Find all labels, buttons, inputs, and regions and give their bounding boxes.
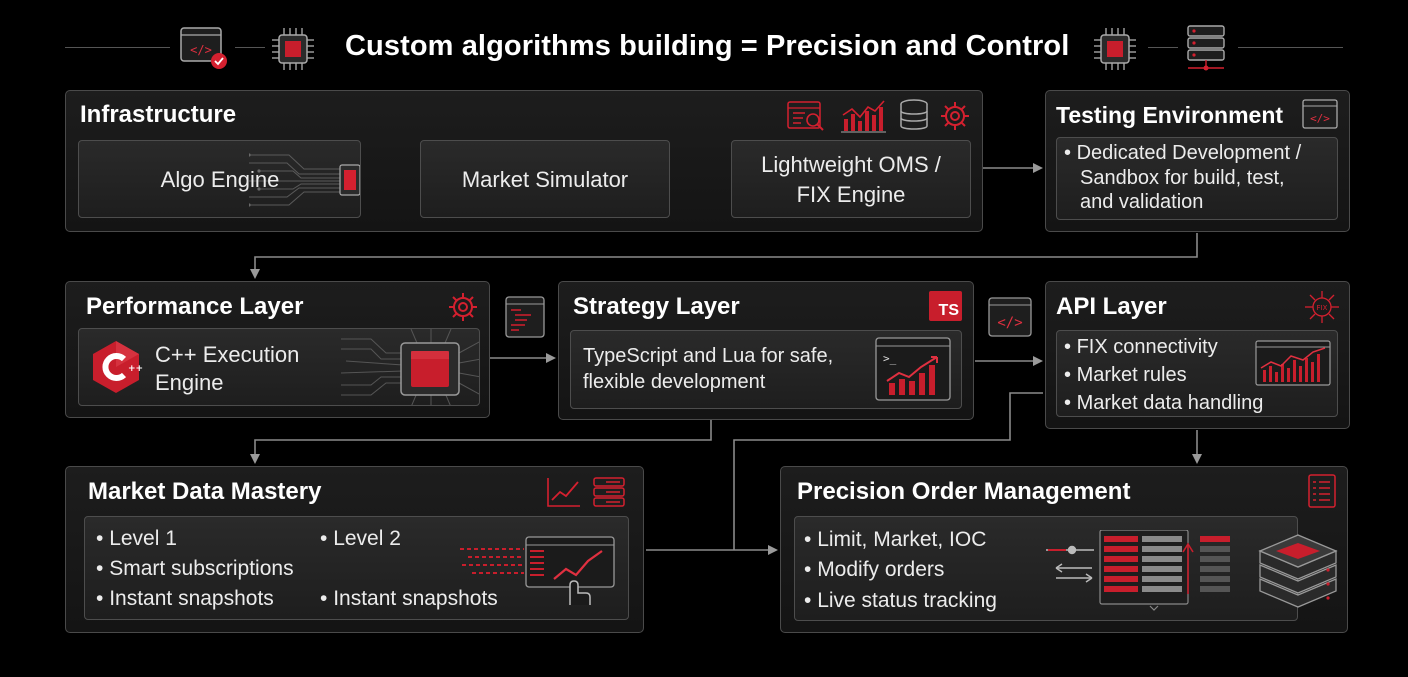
cpp-engine-box [78, 328, 480, 406]
server-network-icon [1187, 25, 1225, 71]
server-stack-3d-icon [1258, 534, 1338, 608]
svg-text:>_: >_ [883, 352, 897, 365]
algo-engine-label: Algo Engine [160, 167, 280, 192]
om-item-2: Modify orders [804, 556, 944, 583]
md-col2-item-1: Level 2 [320, 525, 401, 552]
oms-label-line1: Lightweight OMS / [761, 152, 941, 177]
oms-label-line2: FIX Engine [796, 182, 906, 207]
gear-icon [449, 293, 477, 321]
typescript-badge: TS [929, 291, 962, 321]
data-stream-icon [460, 548, 524, 574]
bar-chart-icon [841, 100, 886, 133]
cpu-chip-icon [339, 164, 360, 196]
strategy-title: Strategy Layer [573, 293, 740, 320]
circuit-traces-icon [341, 329, 479, 405]
strategy-desc-line2: flexible development [583, 371, 766, 393]
code-window-icon: </> [1302, 99, 1338, 129]
typescript-badge-label: TS [938, 302, 959, 319]
code-window-check-icon: </> [180, 27, 227, 69]
svg-text:++: ++ [128, 364, 143, 374]
circuit-traces-icon [249, 153, 341, 207]
market-data-title: Market Data Mastery [88, 478, 322, 505]
infrastructure-title: Infrastructure [80, 101, 237, 128]
cpu-chip-icon [272, 28, 314, 70]
fix-tag: FIX [1317, 304, 1328, 312]
code-document-icon [505, 296, 545, 338]
gear-icon [941, 102, 969, 130]
performance-title: Performance Layer [86, 293, 304, 320]
server-stack-icon [593, 477, 625, 507]
md-col2-item-2: Instant snapshots [320, 585, 498, 612]
touch-chart-screen-icon [525, 536, 615, 605]
svg-text:</>: </> [190, 43, 212, 57]
api-title: API Layer [1056, 293, 1167, 320]
checklist-icon [1308, 474, 1336, 508]
testing-bullet-line3: and validation [1080, 191, 1204, 213]
testing-bullet-line1: Dedicated Development / [1064, 141, 1302, 166]
header-rule-right [1238, 47, 1343, 48]
line-chart-icon [547, 478, 580, 507]
api-item-1: FIX connectivity [1064, 334, 1218, 361]
database-icon [900, 99, 928, 130]
algo-engine-box [78, 140, 361, 218]
cpu-chip-icon [400, 342, 460, 396]
market-simulator-box [420, 140, 670, 218]
om-item-3: Live status tracking [804, 587, 997, 614]
order-mgmt-title: Precision Order Management [797, 478, 1131, 505]
code-window-icon: </> [988, 297, 1032, 337]
api-item-3: Market data handling [1064, 390, 1264, 417]
header-rule-left [65, 47, 170, 48]
order-flow-icon [1046, 530, 1230, 611]
trading-chart-icon [1255, 340, 1331, 386]
cpu-chip-icon [1094, 28, 1136, 70]
md-col1-item-1: Level 1 [96, 525, 177, 552]
md-col1-item-2: Smart subscriptions [96, 555, 293, 582]
om-item-1: Limit, Market, IOC [804, 526, 986, 553]
testing-title: Testing Environment [1056, 102, 1284, 128]
search-document-icon [787, 101, 824, 131]
page-title: Custom algorithms building = Precision a… [345, 30, 1070, 62]
api-item-2: Market rules [1064, 362, 1187, 389]
testing-bullet-line2: Sandbox for build, test, [1080, 167, 1285, 189]
svg-text:</>: </> [1310, 112, 1330, 125]
header-rule-mid-left [235, 47, 265, 48]
cpp-engine-line1: C++ Execution [155, 342, 300, 367]
svg-text:</>: </> [997, 315, 1022, 331]
market-simulator-label: Market Simulator [461, 167, 629, 192]
md-col1-item-3: Instant snapshots [96, 585, 274, 612]
terminal-chart-icon: >_ [875, 337, 951, 401]
cpp-engine-line2: Engine [155, 370, 224, 395]
strategy-desc-line1: TypeScript and Lua for safe, [583, 345, 834, 367]
fix-network-icon: FIX [1305, 291, 1339, 323]
header-rule-mid-right [1148, 47, 1178, 48]
oms-fix-box [731, 140, 971, 218]
cpp-logo-icon: ++ [93, 341, 143, 393]
